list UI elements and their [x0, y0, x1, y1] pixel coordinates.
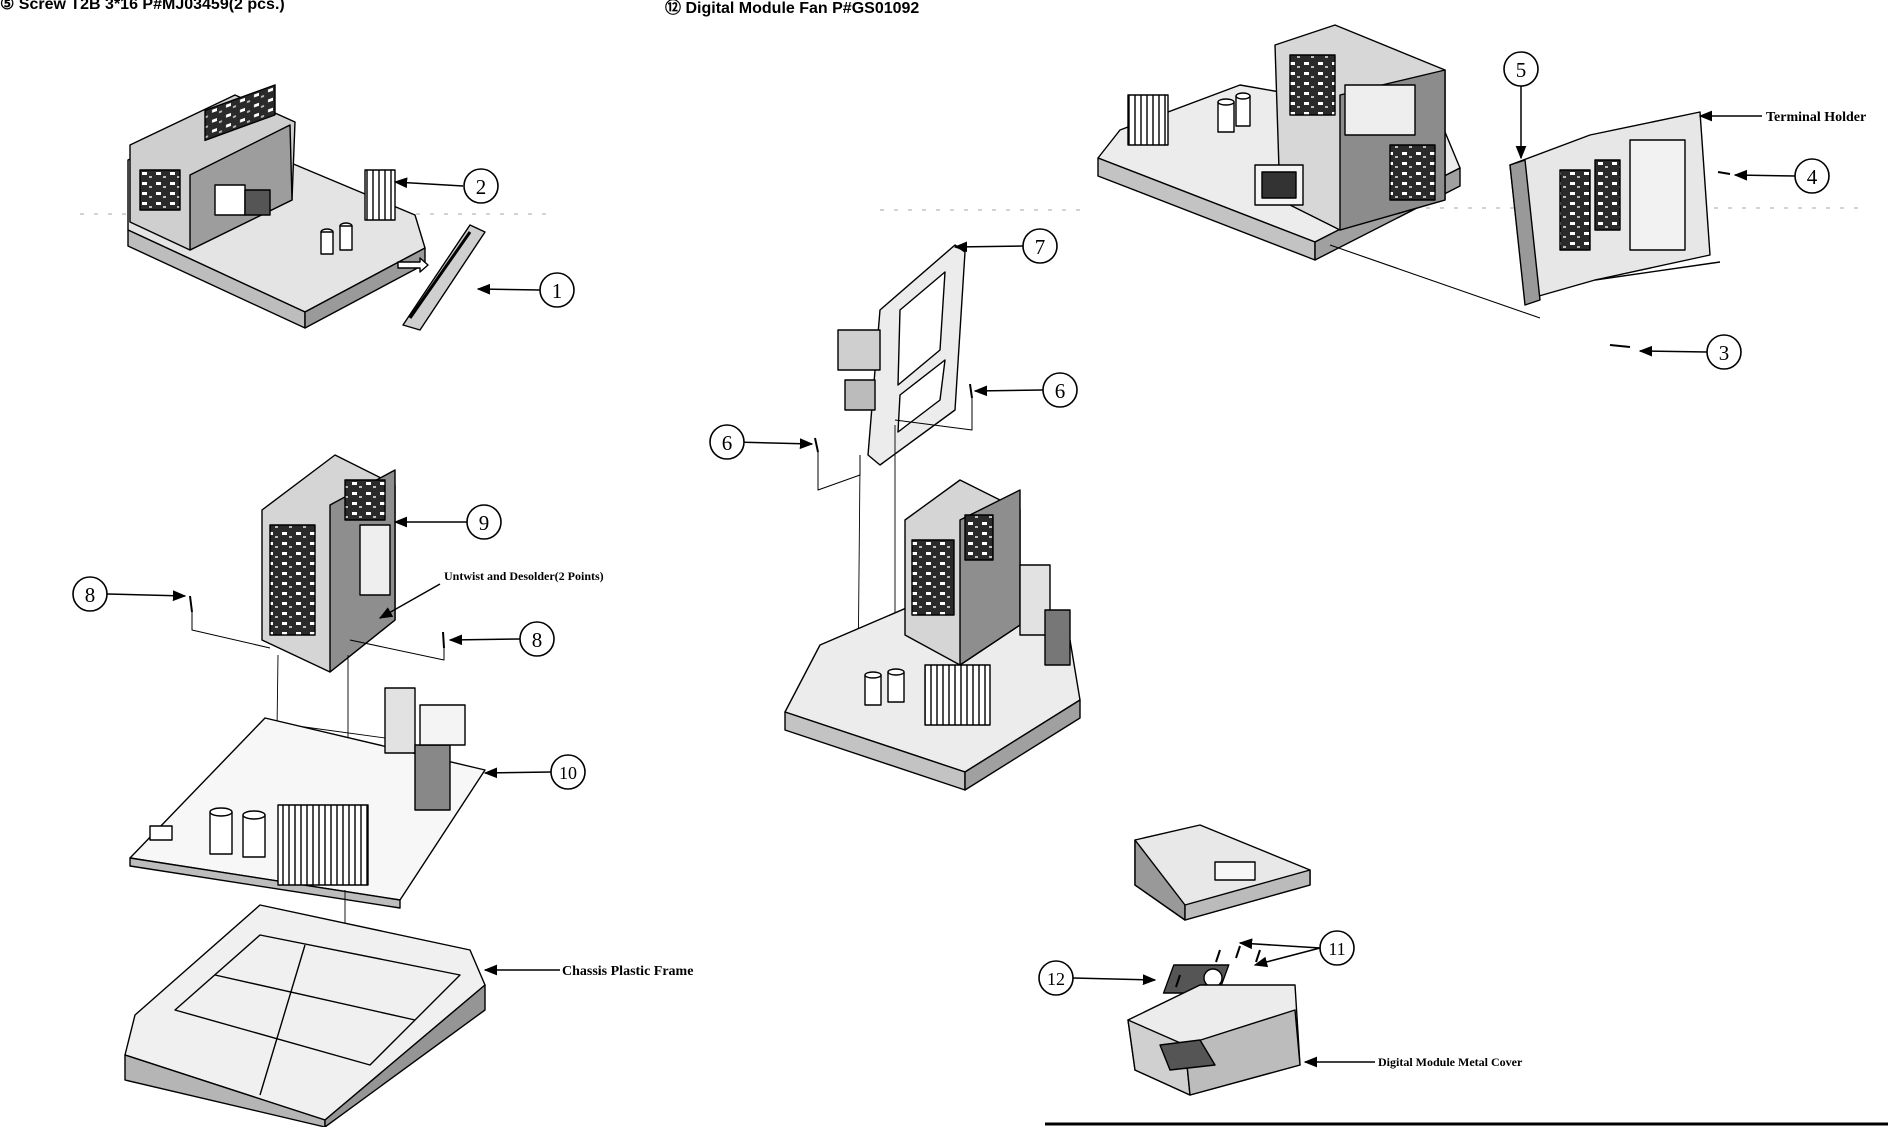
callout-9-label: 9	[479, 511, 490, 535]
leader-6a	[734, 438, 814, 450]
header-left-marker: ⑤	[0, 0, 15, 13]
leader-8b	[448, 634, 521, 646]
header-right-marker: ⑫	[665, 0, 682, 17]
leader-3	[1638, 345, 1708, 357]
header-left: ⑤ Screw T2B 3*16 P#MJ03459(2 pcs.)	[0, 0, 285, 14]
leader-8a	[106, 590, 187, 602]
leader-12	[1072, 974, 1157, 986]
header-left-text: Screw T2B 3*16 P#MJ03459(2 pcs.)	[18, 0, 285, 13]
terminal-holder-label: Terminal Holder	[1766, 110, 1866, 125]
callout-8a: 8	[72, 576, 108, 612]
bottom-right-assembly	[1127, 824, 1311, 1096]
callout-10-label: 10	[559, 763, 577, 783]
callout-6a: 6	[709, 424, 745, 460]
callout-7: 7	[1022, 228, 1058, 264]
untwist-label: Untwist and Desolder(2 Points)	[444, 569, 604, 583]
digital-cover-label: Digital Module Metal Cover	[1378, 1055, 1523, 1069]
callout-12: 12	[1038, 960, 1074, 996]
leader-10	[483, 767, 552, 779]
callout-1: 1	[539, 272, 575, 308]
callout-11: 11	[1319, 930, 1355, 966]
callout-leaders	[106, 86, 1796, 1068]
callout-2: 2	[463, 168, 499, 204]
callout-8b-label: 8	[532, 628, 543, 652]
callout-6a-label: 6	[722, 431, 733, 455]
callout-10: 10	[550, 754, 586, 790]
callout-3: 3	[1706, 334, 1742, 370]
callout-5-label: 5	[1516, 58, 1527, 82]
top-right-assembly	[1097, 24, 1731, 348]
leader-7	[953, 241, 1024, 253]
callout-7-label: 7	[1035, 235, 1046, 259]
chassis-frame-label: Chassis Plastic Frame	[562, 964, 693, 979]
top-left-assembly	[127, 84, 486, 331]
leader-6b	[973, 385, 1044, 397]
callout-6b-label: 6	[1055, 379, 1066, 403]
leader-untwist	[378, 583, 441, 619]
callout-1-label: 1	[552, 279, 563, 303]
callout-2-label: 2	[476, 175, 487, 199]
leader-1	[476, 283, 541, 295]
leader-2	[393, 177, 464, 189]
leader-11b	[1238, 938, 1321, 950]
leader-11a	[1253, 947, 1321, 968]
header-right-text: Digital Module Fan P#GS01092	[685, 0, 920, 17]
leader-4	[1733, 169, 1796, 181]
header-right: ⑫ Digital Module Fan P#GS01092	[665, 0, 919, 18]
callout-9: 9	[466, 504, 502, 540]
callout-12-label: 12	[1047, 969, 1065, 989]
callout-circles: 1 2 3 4 5 6 6 7 8 8 9 10 11 12	[72, 51, 1830, 996]
callout-3-label: 3	[1719, 341, 1730, 365]
callout-8b: 8	[519, 621, 555, 657]
callout-5: 5	[1503, 51, 1539, 87]
middle-assembly	[784, 244, 1081, 791]
callout-4: 4	[1794, 158, 1830, 194]
text-labels: Terminal Holder Untwist and Desolder(2 P…	[444, 110, 1866, 1069]
callout-6b: 6	[1042, 372, 1078, 408]
callout-8a-label: 8	[85, 583, 96, 607]
callout-4-label: 4	[1807, 165, 1818, 189]
left-center-assembly	[124, 454, 486, 1127]
callout-11-label: 11	[1328, 939, 1345, 959]
